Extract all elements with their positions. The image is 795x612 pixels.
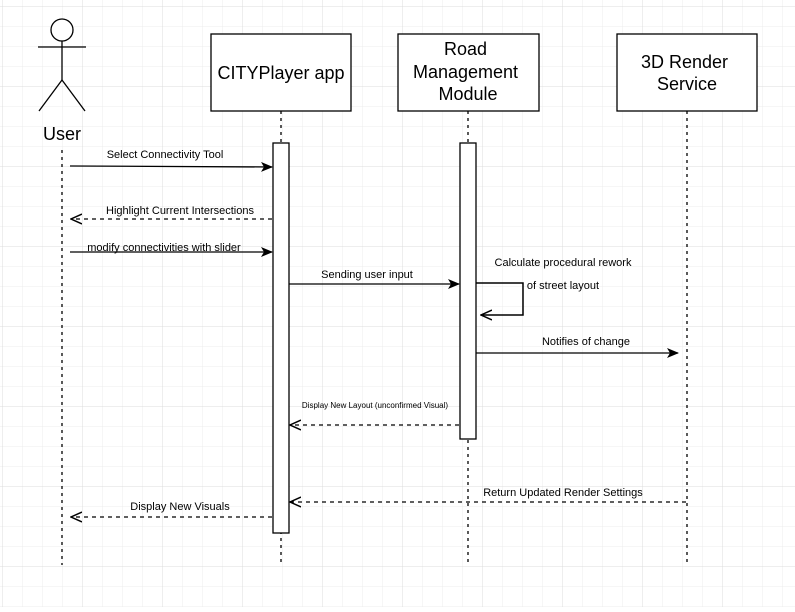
road-module-title-line: Module (438, 84, 497, 104)
cityplayer-title-line: CITYPlayer app (217, 63, 344, 83)
message-highlight: Highlight Current Intersections (71, 205, 272, 219)
message-label: Sending user input (321, 269, 413, 281)
message-self-calculate: Calculate procedural rework of street la… (476, 257, 632, 315)
message-sending-input: Sending user input (289, 269, 460, 289)
render-service-title-line: Service (657, 74, 717, 94)
road-module-title-line: Management (413, 62, 518, 82)
message-notify: Notifies of change (476, 336, 679, 358)
user-actor-icon (38, 18, 86, 112)
render-service-box (616, 33, 758, 112)
message-label: Return Updated Render Settings (483, 487, 643, 499)
message-label: modify connectivities with slider (87, 242, 241, 254)
message-modify: modify connectivities with slider (70, 242, 273, 257)
road-module-title-line: Road (444, 39, 487, 59)
road-module-activation (459, 142, 477, 440)
message-display-layout: Display New Layout (unconfirmed Visual) (290, 401, 459, 425)
message-label: Select Connectivity Tool (107, 149, 224, 161)
message-label: Notifies of change (542, 336, 630, 348)
road-module-title: Road Management Module (413, 39, 523, 104)
message-label: of street layout (527, 280, 599, 292)
user-actor-label: User (43, 124, 81, 144)
message-label: Display New Layout (unconfirmed Visual) (302, 401, 448, 410)
message-label: Display New Visuals (130, 501, 230, 513)
cityplayer-title: CITYPlayer app (217, 63, 344, 83)
render-service-title: 3D Render Service (641, 52, 733, 94)
message-select-tool: Select Connectivity Tool (69, 149, 273, 172)
cityplayer-activation (272, 142, 290, 534)
road-module-box (397, 33, 540, 112)
cityplayer-box (210, 33, 352, 112)
message-return-settings: Return Updated Render Settings (290, 487, 686, 502)
message-label: Calculate procedural rework (495, 257, 632, 269)
render-service-title-line: 3D Render (641, 52, 728, 72)
message-display-visuals: Display New Visuals (71, 501, 272, 517)
message-label: Highlight Current Intersections (106, 205, 254, 217)
